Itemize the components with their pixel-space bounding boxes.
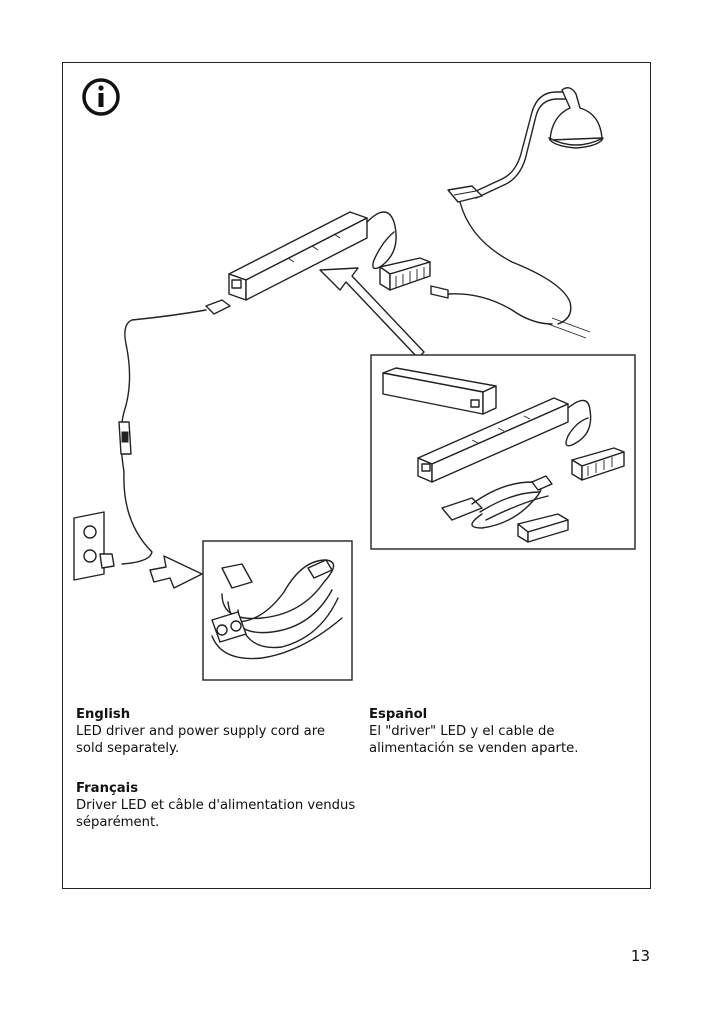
spanish-section: Español El "driver" LED y el cable de al… xyxy=(369,706,639,757)
wall-lamp xyxy=(430,87,604,339)
language-heading-french: Français xyxy=(76,781,139,796)
language-heading-english: English xyxy=(76,707,131,722)
cord-detail-box xyxy=(202,540,353,681)
language-heading-spanish: Español xyxy=(369,707,428,722)
assembly-illustration xyxy=(73,78,636,681)
info-circle-icon xyxy=(82,78,120,116)
power-supply-cord xyxy=(73,299,231,581)
driver-detail-box xyxy=(370,354,636,550)
instruction-panel-frame xyxy=(62,62,651,889)
french-section: Français Driver LED et câble d'alimentat… xyxy=(76,780,356,831)
english-section: English LED driver and power supply cord… xyxy=(76,706,356,757)
english-text: LED driver and power supply cord are sol… xyxy=(76,724,325,756)
spanish-text: El "driver" LED y el cable de alimentaci… xyxy=(369,724,579,756)
led-driver xyxy=(228,211,431,301)
french-text: Driver LED et câble d'alimentation vendu… xyxy=(76,798,356,830)
arrow-to-cord-detail xyxy=(149,555,203,589)
page-number: 13 xyxy=(630,947,650,965)
